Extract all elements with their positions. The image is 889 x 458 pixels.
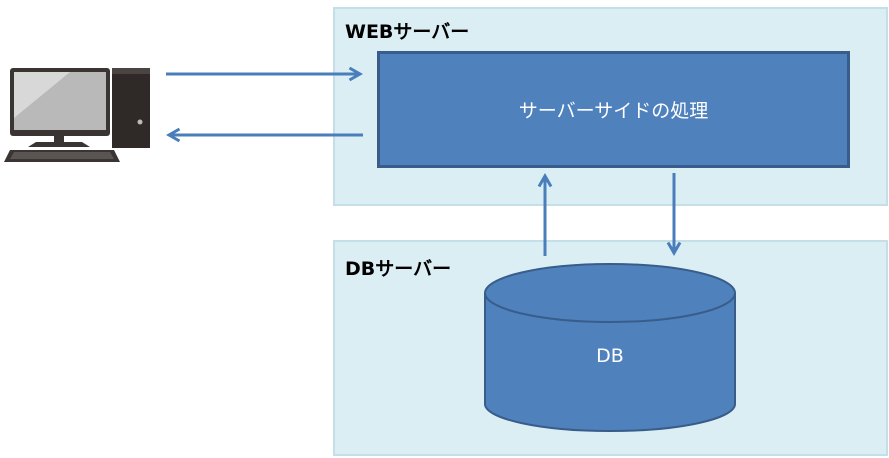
web-server-label: WEBサーバー [345, 21, 470, 43]
server-side-process-box: サーバーサイドの処理 [377, 51, 850, 168]
desktop-computer-icon [4, 68, 150, 162]
db-server-label: DBサーバー [345, 258, 452, 280]
database-label: DB [596, 345, 624, 367]
database-cylinder-icon [484, 263, 736, 432]
process-label: サーバーサイドの処理 [518, 100, 709, 122]
